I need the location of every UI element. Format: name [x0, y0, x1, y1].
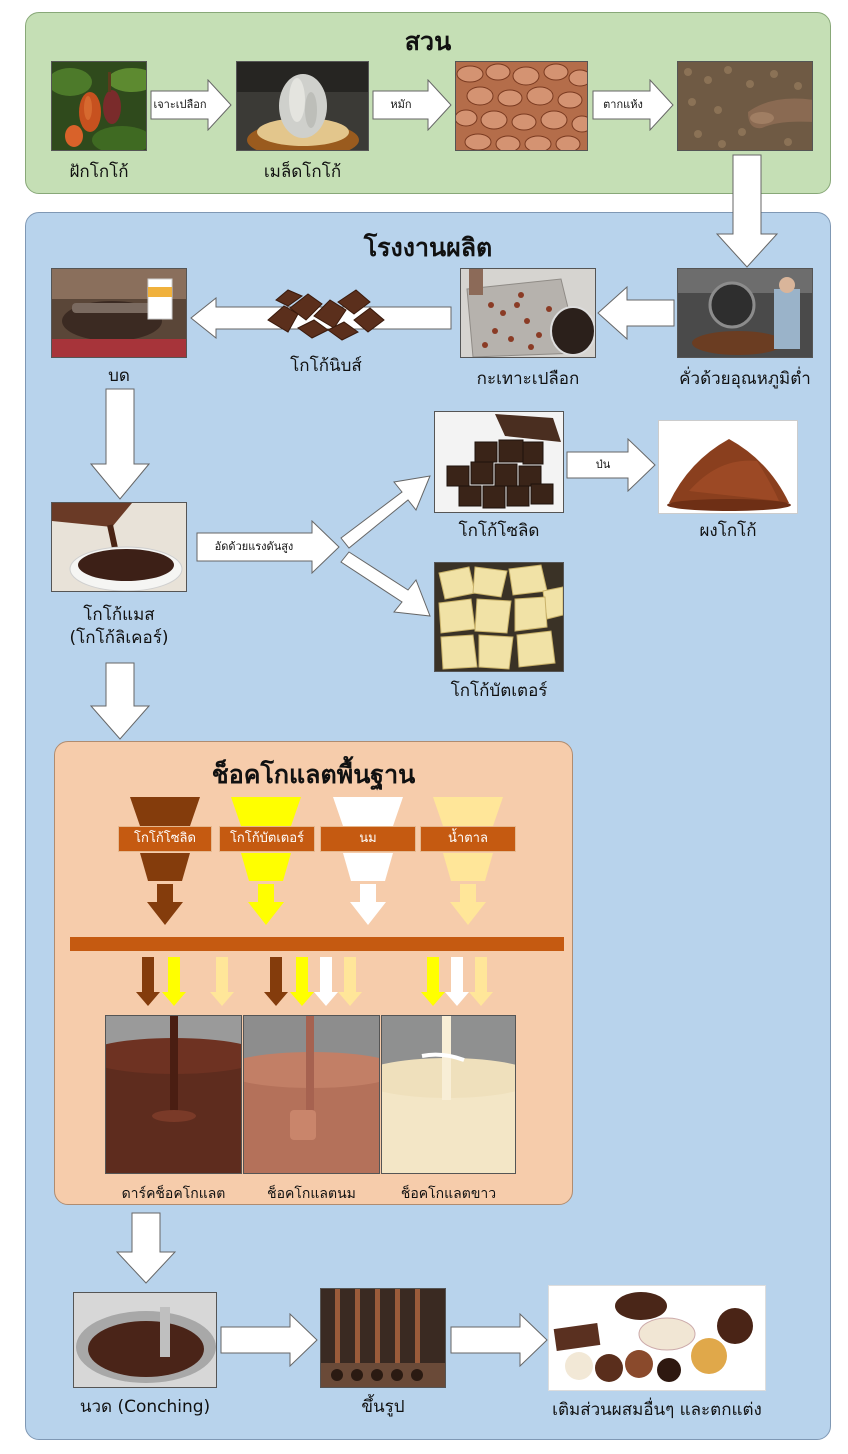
white-chocolate-label: ช็อคโกแลตขาว: [400, 1186, 497, 1202]
cacao-pod-photo: [51, 61, 147, 151]
solid-label: โกโก้โซลิด: [458, 521, 540, 541]
conching-label: นวด (Conching): [79, 1397, 211, 1417]
milk-chocolate-photo: [243, 1015, 380, 1174]
white-arrow-sugar: [469, 957, 493, 1006]
basic-title: ช็อคโกแลตพื้นฐาน: [211, 760, 416, 789]
arrow-ferment: [372, 78, 452, 132]
arrow-split: [338, 472, 434, 622]
dark-chocolate-label: ดาร์คช็อคโกแลต: [121, 1186, 226, 1202]
arrow-sugar: [450, 884, 486, 925]
white-arrow-milk: [445, 957, 469, 1006]
milk-arrow-butter: [290, 957, 314, 1006]
roast-label: คั่วด้วยอุณหภูมิต่ำ: [679, 369, 811, 389]
arrow-mill-label: ป่น: [595, 458, 611, 471]
fermented-beans-photo: [455, 61, 588, 151]
arrow-to-winnow: [597, 285, 675, 341]
butter-label: โกโก้บัตเตอร์: [450, 681, 548, 701]
factory-title: โรงงานผลิต: [363, 233, 493, 262]
arrow-milk: [350, 884, 386, 925]
mass-label-2: (โกโก้ลิเคอร์): [69, 628, 169, 648]
arrow-press-label: อัดด้วยแรงดันสูง: [214, 540, 294, 553]
garden-title: สวน: [404, 27, 452, 56]
funnel-solid-bottom: [140, 853, 190, 881]
cocoa-solid-photo: [434, 411, 564, 513]
funnel-butter: [231, 797, 301, 826]
cocoa-powder-photo: [658, 420, 798, 514]
dark-arrow-sugar: [210, 957, 234, 1006]
dried-beans-photo: [677, 61, 813, 151]
ingredient-butter-label: โกโก้บัตเตอร์: [219, 826, 315, 852]
funnel-milk: [333, 797, 403, 826]
milk-arrow-sugar: [338, 957, 362, 1006]
roasting-photo: [677, 268, 813, 358]
cacao-seeds-photo: [236, 61, 369, 151]
powder-label: ผงโกโก้: [699, 521, 757, 541]
finishing-label: เติมส่วนผสมอื่นๆ และตกแต่ง: [552, 1400, 762, 1420]
nibs-label: โกโก้นิบส์: [290, 356, 362, 376]
dark-arrow-butter: [162, 957, 186, 1006]
funnel-sugar-bottom: [443, 853, 493, 881]
white-chocolate-photo: [381, 1015, 516, 1174]
arrow-sun-dry-label: ตากแห้ง: [603, 98, 643, 111]
ingredient-sugar-label: น้ำตาล: [420, 826, 516, 852]
white-arrow-butter: [421, 957, 445, 1006]
molding-label: ขึ้นรูป: [361, 1397, 405, 1417]
cocoa-butter-photo: [434, 562, 564, 672]
ingredient-milk-label: นม: [320, 826, 416, 852]
arrow-to-molding: [220, 1312, 318, 1368]
milk-chocolate-label: ช็อคโกแลตนม: [267, 1186, 356, 1202]
arrow-open-pod-label: เจาะเปลือก: [153, 98, 207, 111]
grind-label: บด: [108, 366, 130, 386]
arrow-solid: [147, 884, 183, 925]
arrow-to-roast: [715, 154, 779, 268]
grinding-photo: [51, 268, 187, 358]
funnel-sugar: [433, 797, 503, 826]
cocoa-mass-photo: [51, 502, 187, 592]
conching-photo: [73, 1292, 217, 1388]
arrow-ferment-label: หมัก: [390, 98, 412, 111]
milk-arrow-solid: [264, 957, 288, 1006]
arrow-to-finishing: [450, 1312, 548, 1368]
funnel-solid: [130, 797, 200, 826]
ingredient-solid-label: โกโก้โซลิด: [118, 826, 212, 852]
cacao-pod-label: ฝักโกโก้: [69, 162, 129, 182]
arrow-to-basic: [89, 662, 151, 740]
arrow-open-pod: [150, 78, 232, 132]
arrow-sun-dry: [592, 78, 674, 132]
molding-photo: [320, 1288, 446, 1388]
cocoa-nibs-image: [258, 280, 394, 342]
dark-arrow-solid: [136, 957, 160, 1006]
arrow-mill: [566, 437, 656, 493]
cacao-seeds-label: เมล็ดโกโก้: [263, 162, 342, 182]
mass-label-1: โกโก้แมส: [83, 605, 155, 625]
arrow-to-mass: [89, 388, 151, 500]
winnow-label: กะเทาะเปลือก: [476, 369, 580, 389]
arrow-to-conching: [115, 1212, 177, 1284]
arrow-press: [196, 519, 340, 575]
winnowing-photo: [460, 268, 596, 358]
arrow-butter: [248, 884, 284, 925]
milk-arrow-milk: [314, 957, 338, 1006]
finished-chocolates-photo: [548, 1285, 766, 1391]
dark-chocolate-photo: [105, 1015, 242, 1174]
mixing-bar: [70, 937, 564, 951]
funnel-butter-bottom: [241, 853, 291, 881]
funnel-milk-bottom: [343, 853, 393, 881]
